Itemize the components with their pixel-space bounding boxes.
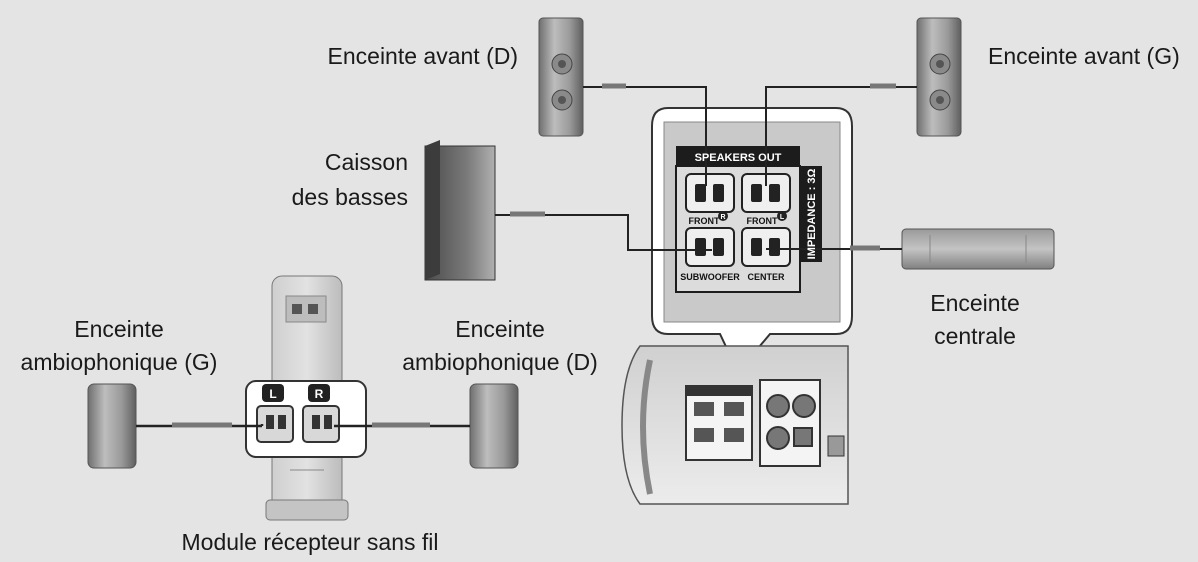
receiver-label: Module récepteur sans fil xyxy=(181,529,439,555)
panel-center-label: CENTER xyxy=(747,272,785,282)
subwoofer-label-line1: Caisson xyxy=(324,149,408,175)
panel-front-l-label: FRONT xyxy=(747,216,778,226)
surround-cables xyxy=(136,422,470,428)
speaker-terminal-callout xyxy=(651,107,853,374)
surround-right-label-line1: Enceinte xyxy=(455,316,545,342)
panel-subwoofer-label: SUBWOOFER xyxy=(680,272,740,282)
panel-badge-l: L xyxy=(780,214,785,221)
subwoofer-box xyxy=(424,140,496,281)
surround-right-label-line2: ambiophonique (D) xyxy=(402,349,598,375)
center-label-line1: Enceinte xyxy=(930,290,1020,316)
front-right-speaker xyxy=(538,17,584,137)
front-left-speaker xyxy=(916,17,962,137)
panel-title: SPEAKERS OUT xyxy=(695,152,782,164)
surround-right-speaker xyxy=(469,383,519,469)
surround-left-label-line1: Enceinte xyxy=(74,316,164,342)
panel-impedance: IMPEDANCE : 3Ω xyxy=(806,168,818,259)
panel-front-r-label: FRONT xyxy=(689,216,720,226)
surround-left-label-line2: ambiophonique (G) xyxy=(20,349,218,375)
center-cable xyxy=(766,245,902,251)
surround-left-speaker xyxy=(87,383,137,469)
center-speaker xyxy=(901,228,1055,270)
receiver-port-l-label: L xyxy=(269,387,276,401)
front-right-label: Enceinte avant (D) xyxy=(327,43,518,69)
front-right-cable xyxy=(583,83,707,186)
center-label-line2: centrale xyxy=(934,323,1016,349)
subwoofer-label-line2: des basses xyxy=(291,184,408,210)
receiver-terminal-zoom xyxy=(245,380,367,458)
front-left-cable xyxy=(765,83,917,186)
main-unit-back xyxy=(621,345,849,505)
panel-badge-r: R xyxy=(720,214,725,221)
subwoofer-cable xyxy=(495,211,712,251)
receiver-port-r-label: R xyxy=(315,387,324,401)
front-left-label: Enceinte avant (G) xyxy=(988,43,1180,69)
